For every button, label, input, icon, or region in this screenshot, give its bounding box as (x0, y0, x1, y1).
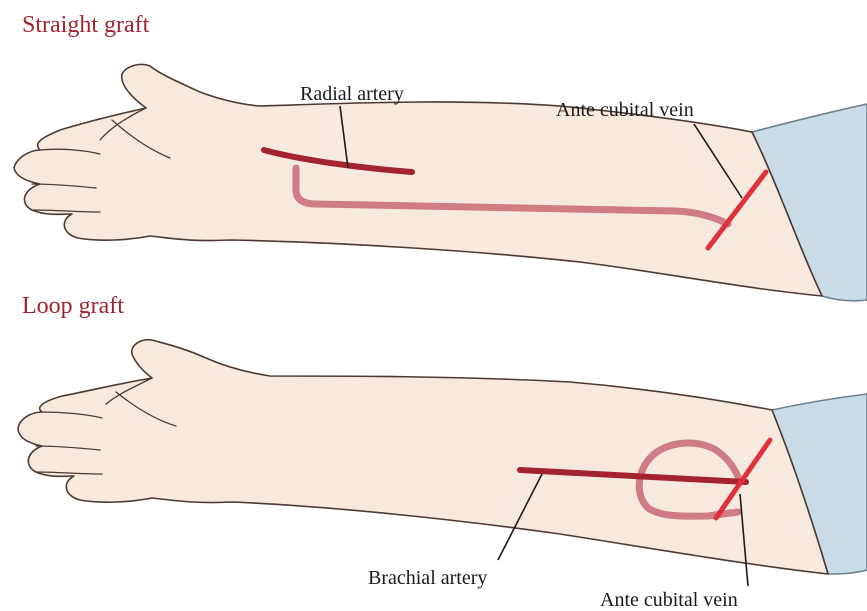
loop-graft-panel: Loop graft Brachial artery Ante cubital … (18, 293, 867, 611)
straight-graft-title: Straight graft (22, 12, 150, 38)
brachial-artery-label: Brachial artery (368, 567, 487, 589)
straight-graft-panel: Straight graft Radial artery Ante cubita… (14, 12, 867, 301)
arm-top (14, 64, 822, 296)
loop-graft-title: Loop graft (22, 293, 124, 319)
ante-cubital-vein-label-top: Ante cubital vein (556, 99, 694, 121)
radial-artery-label: Radial artery (300, 83, 404, 105)
arm-bottom (18, 340, 828, 574)
ante-cubital-vein-label-bottom: Ante cubital vein (600, 589, 738, 611)
